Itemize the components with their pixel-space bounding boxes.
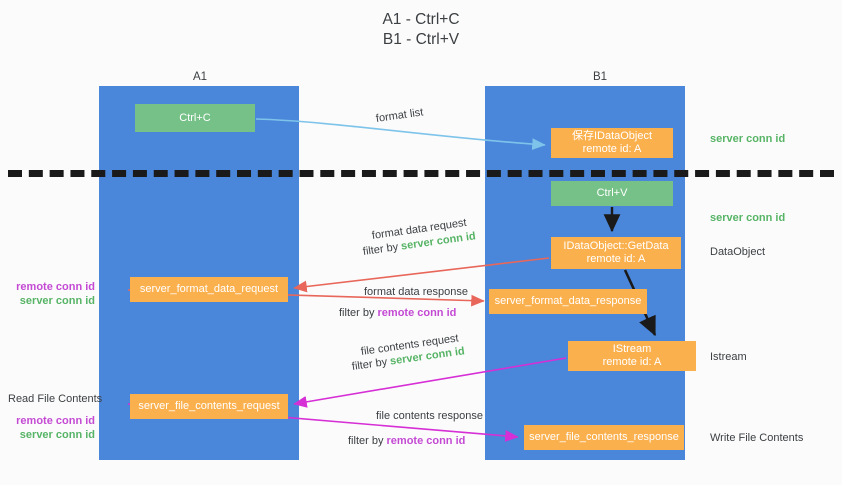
box-ctrl-c[interactable]: Ctrl+C (135, 104, 255, 132)
box-server-format-data-response[interactable]: server_format_data_response (489, 289, 647, 314)
label-format-data-response-filter: filter by remote conn id (339, 306, 456, 320)
filter-key-remote-conn-id: remote conn id (386, 435, 466, 447)
phase-divider (8, 170, 834, 177)
box-idataobject-getdata[interactable]: IDataObject::GetData remote id: A (551, 237, 681, 269)
annotation-remote-conn-id: remote conn id (16, 415, 95, 427)
annotation-write-file-contents: Write File Contents (710, 432, 804, 444)
annotation-left-low-conn-ids: remote conn id server conn id (10, 414, 95, 442)
annotation-dataobject: DataObject (710, 246, 766, 258)
annotation-server-conn-id-top: server conn id (710, 133, 786, 145)
annotation-server-conn-id: server conn id (19, 429, 95, 441)
column-header-b1-name: B1 (592, 71, 608, 83)
label-file-contents-response-filter: filter by remote conn id (348, 434, 465, 448)
filter-prefix: filter by (339, 307, 378, 319)
filter-prefix: filter by (351, 355, 391, 373)
box-server-file-contents-request[interactable]: server_file_contents_request (130, 394, 288, 419)
box-ctrl-v[interactable]: Ctrl+V (551, 181, 673, 206)
label-format-data-response: format data response (364, 286, 468, 298)
annotation-remote-conn-id: remote conn id (16, 281, 95, 293)
page-title: A1 - Ctrl+C B1 - Ctrl+V (382, 11, 460, 48)
box-istream[interactable]: IStream remote id: A (568, 341, 696, 371)
filter-key-remote-conn-id: remote conn id (377, 307, 457, 319)
annotation-server-conn-id-mid: server conn id (710, 212, 786, 224)
annotation-read-file-contents: Read File Contents (8, 393, 103, 405)
box-server-format-data-request[interactable]: server_format_data_request (130, 277, 288, 302)
filter-prefix: filter by (362, 240, 402, 258)
column-header-a1-name: A1 (192, 71, 208, 83)
label-format-list: format list (375, 106, 425, 125)
filter-prefix: filter by (348, 435, 387, 447)
label-file-contents-response: file contents response (376, 410, 484, 422)
annotation-left-mid-conn-ids: remote conn id server conn id (10, 280, 95, 308)
annotation-istream: Istream (710, 351, 747, 363)
annotation-server-conn-id: server conn id (19, 295, 95, 307)
box-save-idataobject[interactable]: 保存IDataObject remote id: A (551, 128, 673, 158)
box-server-file-contents-response[interactable]: server_file_contents_response (524, 425, 684, 450)
